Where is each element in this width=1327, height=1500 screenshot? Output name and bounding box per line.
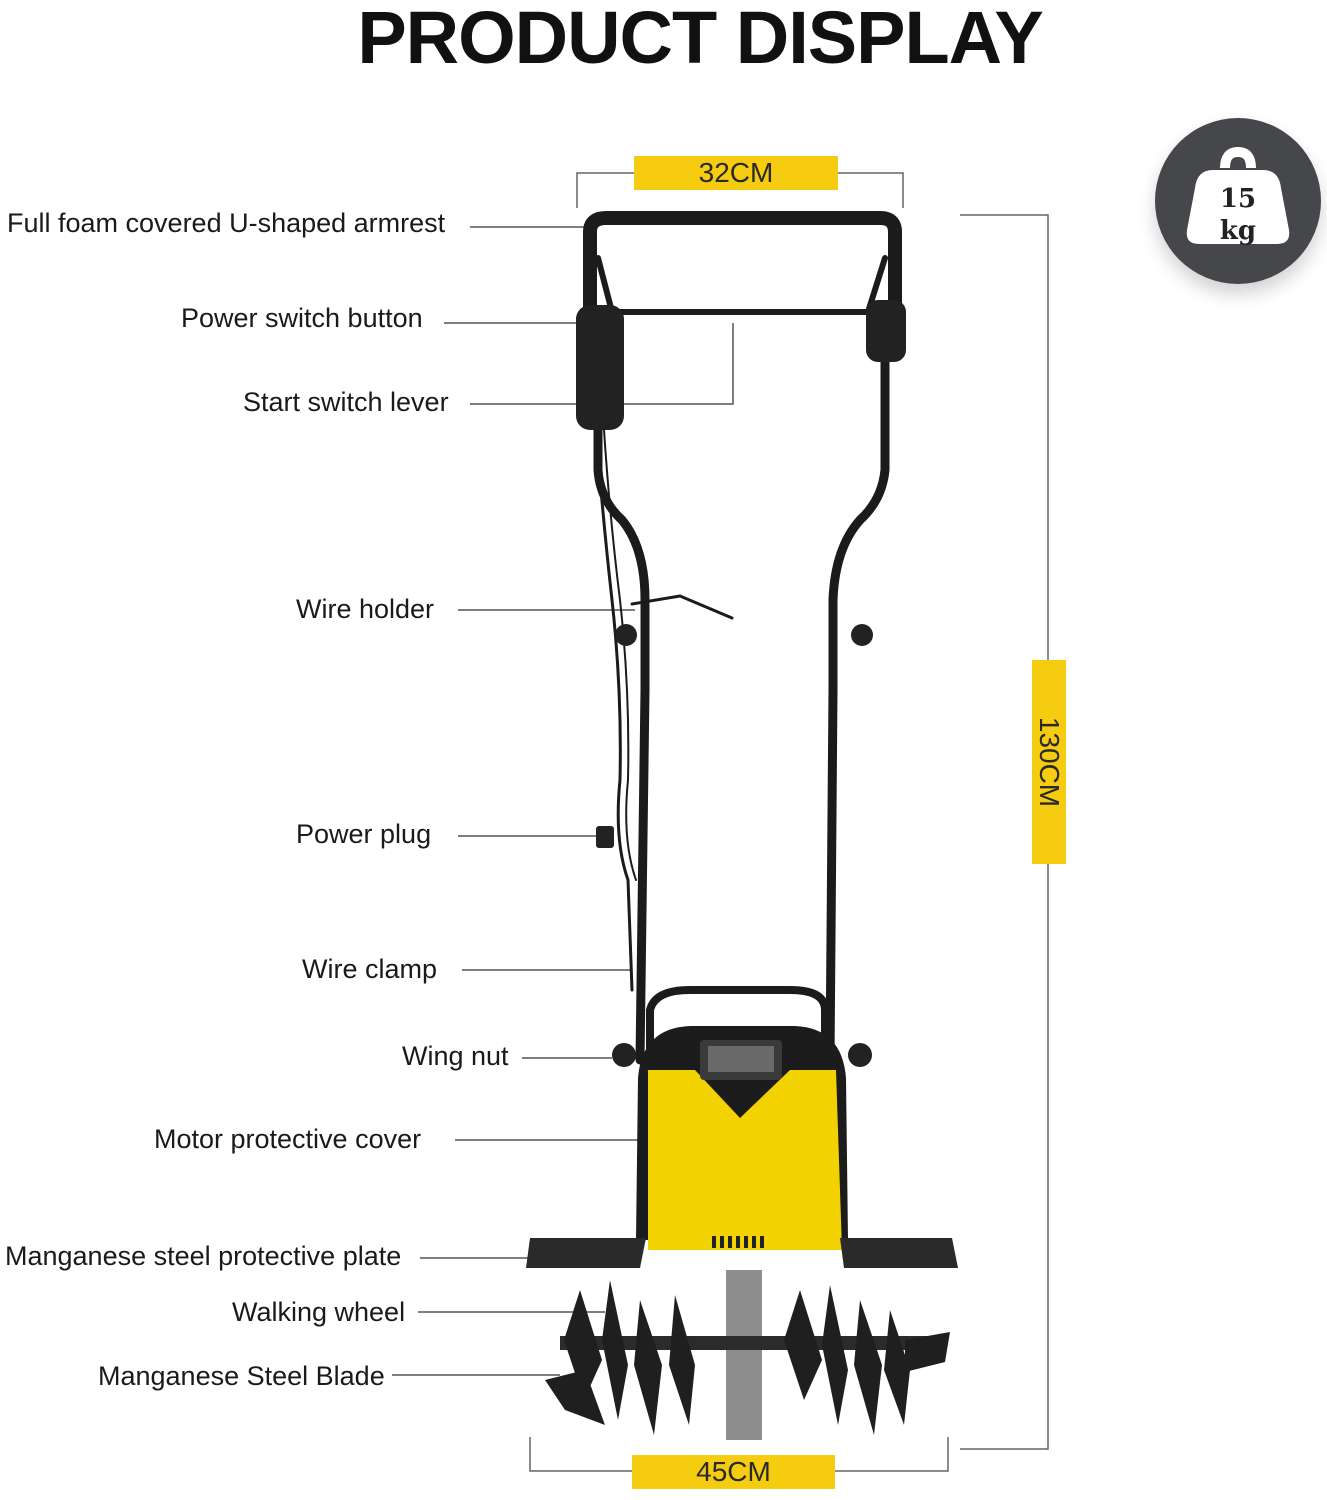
dimension-height-text: 130CM	[1034, 716, 1066, 808]
label-wire-holder: Wire holder	[296, 594, 435, 624]
weight-icon	[1186, 146, 1290, 244]
label-blade: Manganese Steel Blade	[98, 1361, 385, 1391]
dimension-bottom-width: 45CM	[632, 1455, 835, 1489]
label-wing-nut: Wing nut	[402, 1041, 509, 1071]
weight-badge: 15 kg	[1155, 118, 1321, 284]
label-start-lever: Start switch lever	[243, 387, 449, 417]
label-power-plug: Power plug	[296, 819, 432, 849]
page-title: PRODUCT DISPLAY	[357, 0, 1043, 79]
label-armrest: Full foam covered U-shaped armrest	[7, 208, 446, 238]
dimension-height: 130CM	[1032, 660, 1066, 864]
label-wire-clamp: Wire clamp	[302, 954, 438, 984]
weight-value: 15	[1219, 184, 1257, 214]
label-motor-cover: Motor protective cover	[154, 1124, 422, 1154]
label-protective-plate: Manganese steel protective plate	[5, 1241, 402, 1271]
weight-unit: kg	[1219, 216, 1257, 246]
label-power-switch: Power switch button	[181, 303, 423, 333]
dimension-top-width: 32CM	[634, 156, 838, 190]
label-walking-wheel: Walking wheel	[232, 1297, 406, 1327]
